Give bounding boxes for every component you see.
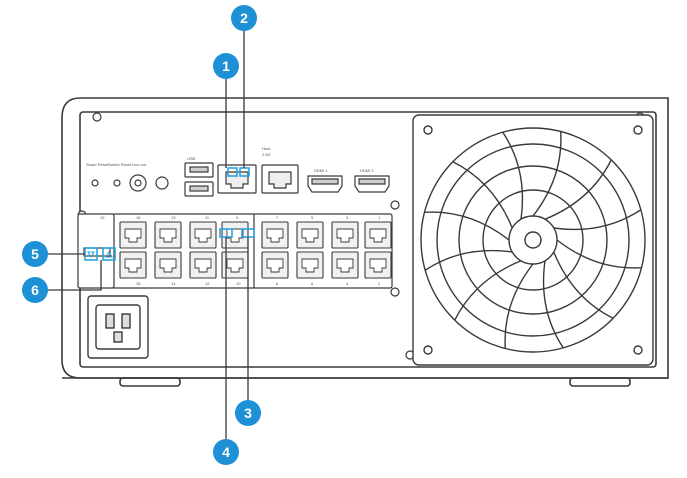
callout-4: 4 — [213, 439, 239, 465]
fan-grille — [412, 114, 654, 366]
switch-port-socket — [124, 228, 142, 243]
callout-2-label: 2 — [240, 10, 248, 26]
port-number-top: 11 — [205, 215, 210, 220]
callout-5-label: 5 — [31, 246, 39, 262]
power-inlet — [87, 295, 149, 359]
switch-port-socket — [369, 258, 387, 273]
fan-spoke — [454, 260, 522, 321]
hdmi1-label: HDMI 1 — [314, 168, 328, 173]
port-number-top: 9 — [236, 215, 239, 220]
port-number-bottom: 4 — [346, 281, 349, 286]
port-number-bottom: 14 — [171, 281, 176, 286]
callout-1-label: 1 — [222, 58, 230, 74]
port-number-bottom: 10 — [236, 281, 241, 286]
callout-6: 6 — [22, 277, 48, 303]
fan-spoke — [452, 161, 513, 229]
switch-port-socket — [159, 228, 177, 243]
port-number-bottom: 2 — [378, 281, 381, 286]
port-number-top: 13 — [171, 215, 176, 220]
switch-port-socket — [266, 228, 284, 243]
switch-port-socket — [336, 258, 354, 273]
switch-port-socket — [124, 258, 142, 273]
switch-port-socket — [194, 228, 212, 243]
switch-port-socket — [159, 258, 177, 273]
port-number-top: 7 — [276, 215, 279, 220]
port-number-top: 15 — [100, 215, 105, 220]
switch-port-socket — [266, 258, 284, 273]
switch-reset-button[interactable] — [113, 179, 121, 187]
top-io-row — [91, 162, 390, 197]
fan-spoke — [424, 211, 510, 241]
callout-1: 1 — [213, 53, 239, 79]
switch-port-socket — [226, 228, 244, 243]
port-number-bottom: 6 — [311, 281, 314, 286]
highlight-led-6 — [102, 247, 116, 261]
usb-label: USB — [187, 156, 196, 161]
port-number-bottom: 8 — [276, 281, 279, 286]
smart-reset-button[interactable] — [91, 179, 99, 187]
host-label: Host — [262, 146, 271, 151]
led-6-icon — [105, 250, 113, 258]
switch-port-grid — [119, 221, 392, 279]
highlight-host-led-1 — [227, 167, 238, 177]
fan-spoke — [553, 209, 642, 231]
fan-spoke — [532, 131, 562, 217]
fan-spoke — [553, 251, 614, 319]
callout-5: 5 — [22, 241, 48, 267]
port-number-top: 16 — [136, 215, 141, 220]
callout-6-label: 6 — [31, 282, 39, 298]
switch-reset-label: Switch Reset — [108, 162, 132, 167]
fan-spoke — [542, 260, 564, 349]
port-number-bottom: 18 — [136, 281, 141, 286]
hdmi2-label: HDMI 2 — [360, 168, 374, 173]
led-5-icon — [87, 251, 95, 259]
fan-spoke — [556, 239, 642, 269]
fan-spoke — [424, 249, 513, 271]
callout-leaders — [48, 27, 249, 440]
port-number-top: 1 — [378, 215, 381, 220]
callouts: 1 2 3 4 5 6 — [22, 5, 261, 465]
switch-port-socket — [336, 228, 354, 243]
fan-spoke — [544, 159, 612, 220]
port-number-bottom: 12 — [205, 281, 210, 286]
fan-spoke — [502, 131, 524, 220]
callout-3: 3 — [235, 400, 261, 426]
host-speed-label: 2.5G — [262, 152, 271, 157]
port-number-labels: 15 16 13 11 9 7 5 3 1 18 14 12 10 8 6 4 2 — [100, 215, 381, 286]
audio-label: Line out — [132, 162, 147, 167]
switch-port-socket — [369, 228, 387, 243]
panel-labels: USB Host 2.5G HDMI 1 HDMI 2 Smart Reset … — [86, 146, 374, 173]
smart-reset-label: Smart Reset — [86, 162, 109, 167]
port-number-top: 5 — [311, 215, 314, 220]
callout-4-label: 4 — [222, 444, 230, 460]
switch-port-socket — [301, 228, 319, 243]
highlight-glyphs — [87, 250, 113, 259]
fan-spoke — [504, 263, 534, 349]
switch-port-socket — [194, 258, 212, 273]
switch-port-socket — [301, 258, 319, 273]
callout-2: 2 — [231, 5, 257, 31]
port-number-top: 3 — [346, 215, 349, 220]
switch-port-socket — [226, 258, 244, 273]
callout-3-label: 3 — [244, 405, 252, 421]
